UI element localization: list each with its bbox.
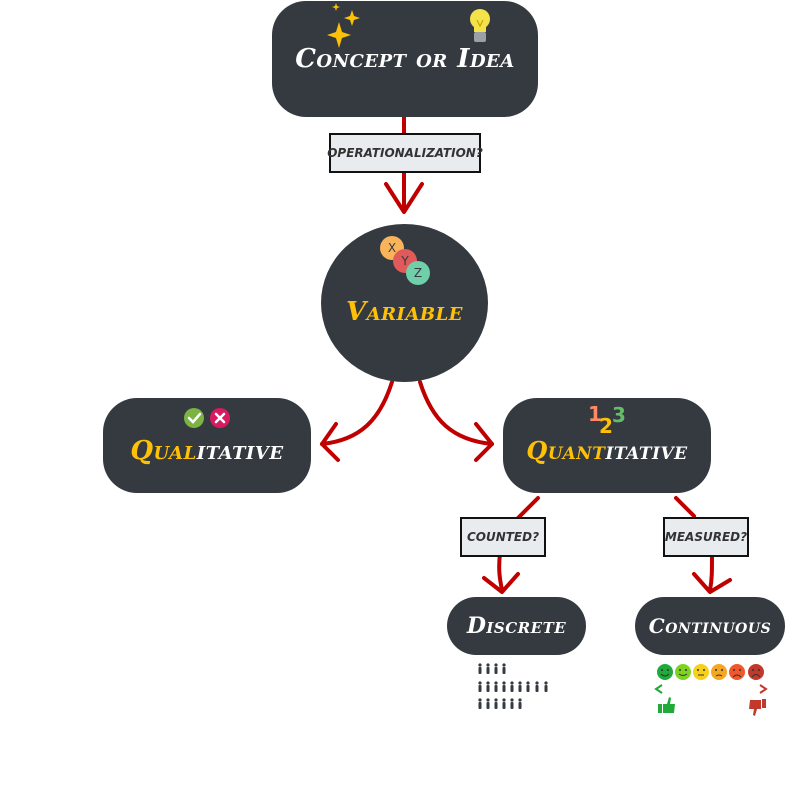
arrowhead-quantitative-continuous xyxy=(692,572,732,594)
concept-label: Concept or Idea xyxy=(295,44,515,74)
qualitative-node: Qualitative xyxy=(103,398,311,493)
counted-label: COUNTED? xyxy=(460,517,546,557)
quantitative-node: Quantitative xyxy=(503,398,711,493)
arrow-quantitative-continuous xyxy=(674,496,714,592)
arrow-variable-qualitative xyxy=(320,380,394,446)
arrowhead-variable-quantitative xyxy=(474,422,494,462)
arrowhead-variable-qualitative xyxy=(320,422,340,462)
variable-label: Variable xyxy=(345,297,464,327)
discrete-label: Discrete xyxy=(466,613,567,639)
arrow-variable-quantitative xyxy=(418,380,494,446)
qualitative-label: Qualitative xyxy=(130,435,284,466)
operationalization-label: OPERATIONALIZATION? xyxy=(327,133,483,173)
variable-node: Variable xyxy=(321,224,488,382)
arrowhead-concept-variable xyxy=(384,182,424,214)
concept-node: Concept or Idea xyxy=(272,1,538,117)
quantitative-label: Quantitative xyxy=(526,436,688,465)
discrete-node: Discrete xyxy=(447,597,586,655)
arrow-quantitative-discrete xyxy=(497,496,540,592)
measured-label: MEASURED? xyxy=(663,517,749,557)
continuous-label: Continuous xyxy=(648,614,772,638)
arrowhead-quantitative-discrete xyxy=(482,572,520,594)
continuous-node: Continuous xyxy=(635,597,785,655)
